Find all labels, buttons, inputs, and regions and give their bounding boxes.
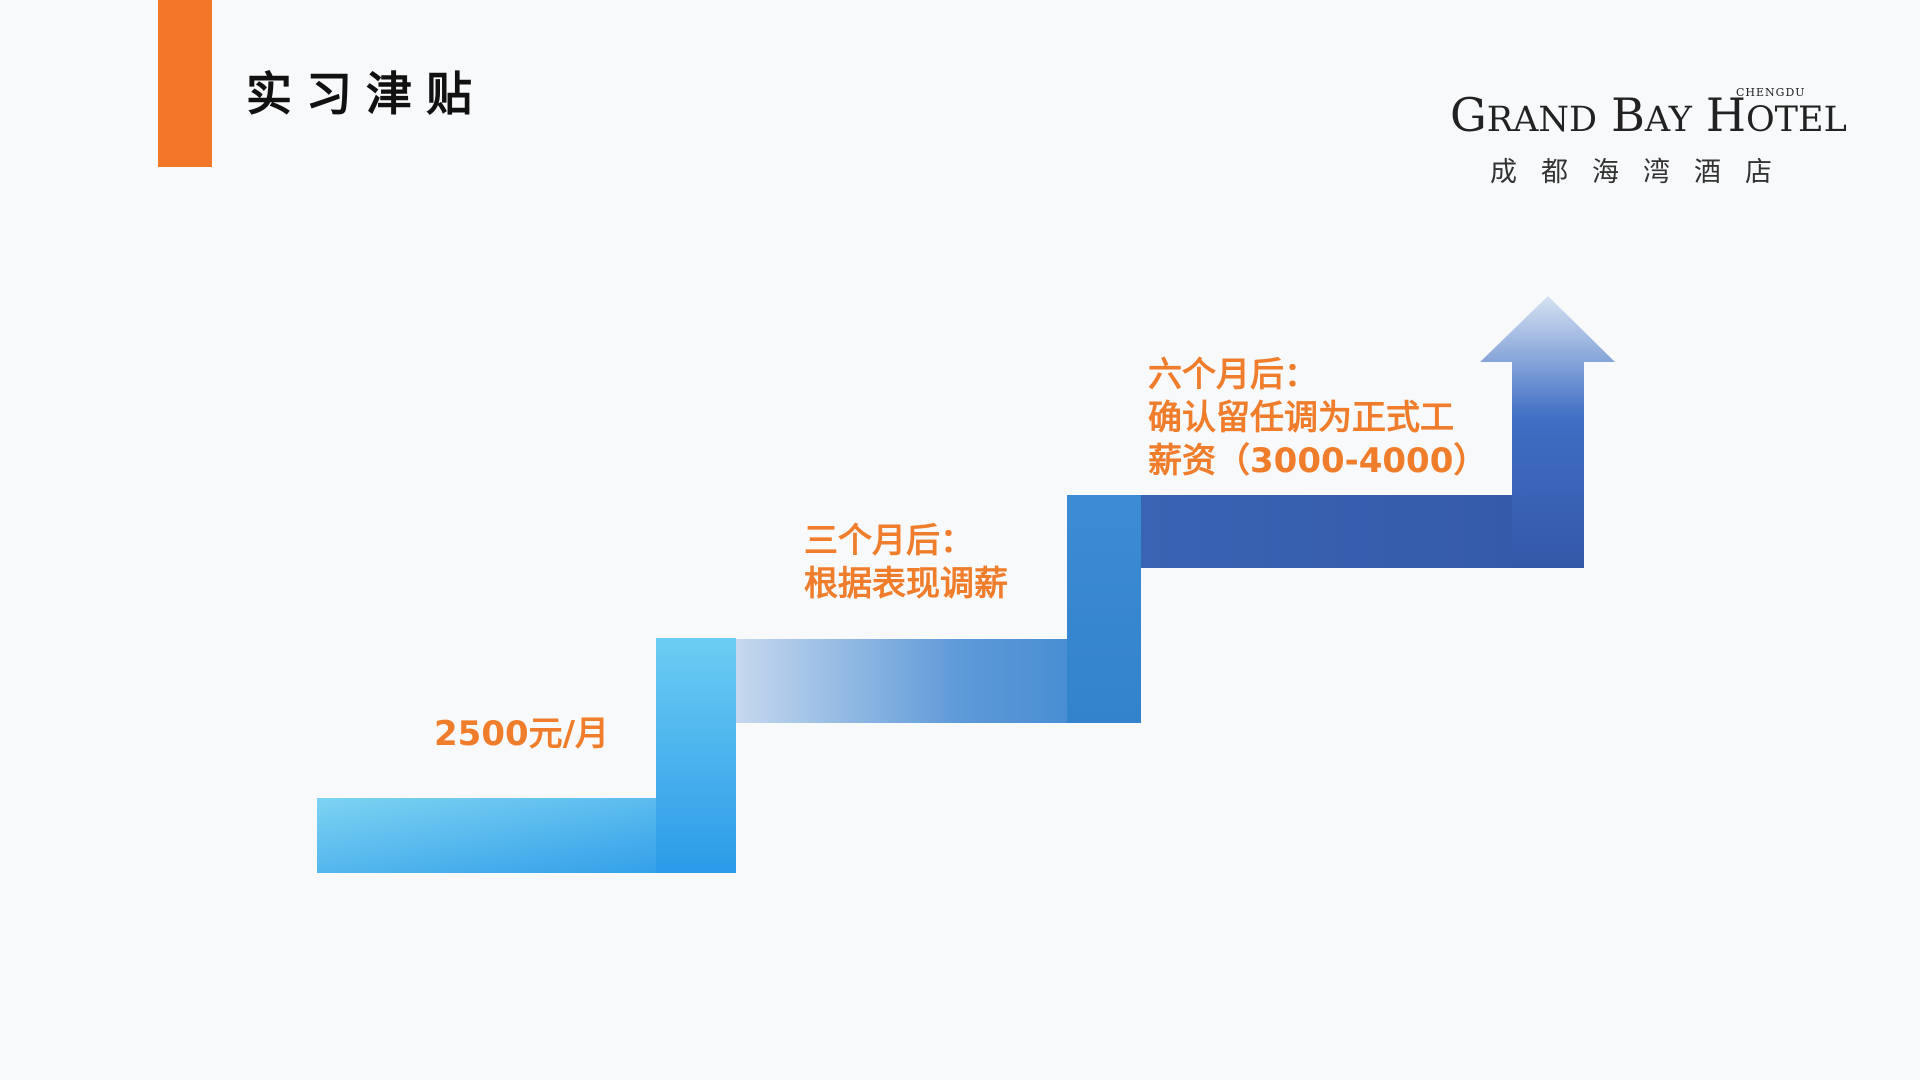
- logo-word-3-rest: OTEL: [1745, 100, 1847, 140]
- logo-word-3-cap: H: [1705, 88, 1746, 142]
- up-arrow: [1480, 296, 1615, 568]
- logo-city: CHENGDU: [1736, 86, 1806, 99]
- step-3-line-3: 薪资（3000-4000）: [1148, 441, 1488, 481]
- step-3-bar: [1141, 495, 1584, 568]
- logo-word-2-cap: B: [1611, 88, 1645, 142]
- logo-word-1-rest: RAND: [1486, 100, 1598, 140]
- page-title: 实习津贴: [246, 67, 486, 121]
- step-3-line-1: 六个月后：: [1148, 355, 1318, 395]
- step-1-riser: [656, 638, 736, 873]
- step-3-line-2: 确认留任调为正式工: [1148, 398, 1454, 438]
- step-3-label: 六个月后： 确认留任调为正式工 薪资（3000-4000）: [1148, 354, 1487, 483]
- logo-word-2-rest: AY: [1644, 100, 1692, 140]
- step-2-riser: [1067, 495, 1141, 723]
- step-1-label: 2500元/月: [434, 713, 609, 756]
- step-2-line-1: 三个月后：: [804, 521, 974, 561]
- step-2-label: 三个月后： 根据表现调薪: [804, 520, 1008, 606]
- step-1-line-1: 2500元/月: [434, 714, 610, 754]
- step-2-line-2: 根据表现调薪: [804, 564, 1008, 604]
- logo-chinese-name: 成都海湾酒店: [1490, 157, 1796, 188]
- logo-word-1-cap: G: [1450, 88, 1487, 142]
- accent-bar: [158, 0, 212, 167]
